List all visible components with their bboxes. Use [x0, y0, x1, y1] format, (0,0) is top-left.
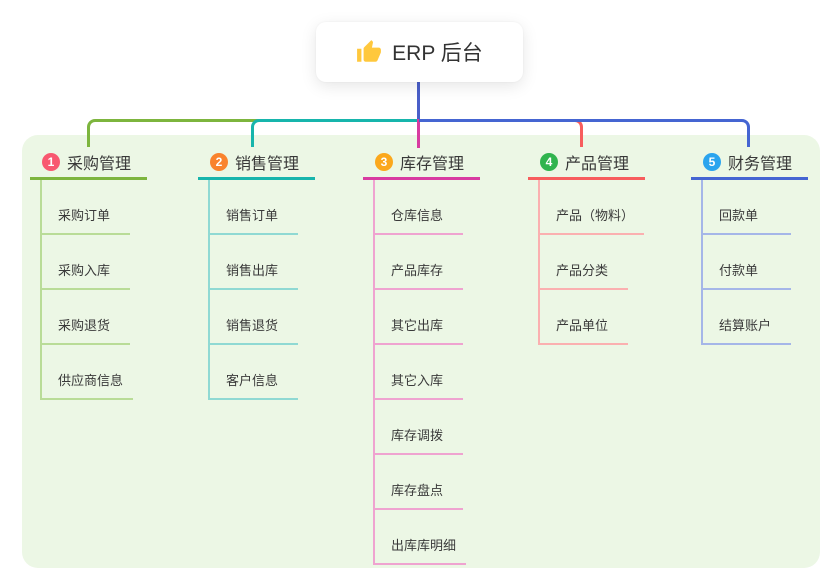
child-row: 供应商信息 [42, 345, 147, 400]
child-row: 其它入库 [375, 345, 480, 400]
branch-4: 4 产品管理产品（物料） 产品分类产品单位 [528, 147, 645, 345]
branch-children-1: 采购订单采购入库采购退货供应商信息 [40, 180, 147, 400]
child-row: 其它出库 [375, 290, 480, 345]
child-node[interactable]: 库存调拨 [375, 425, 463, 455]
child-node[interactable]: 其它入库 [375, 370, 463, 400]
child-node[interactable]: 产品分类 [540, 260, 628, 290]
child-node[interactable]: 其它出库 [375, 315, 463, 345]
branch-title-4[interactable]: 4 产品管理 [528, 147, 645, 180]
child-row: 销售订单 [210, 180, 315, 235]
child-row: 采购订单 [42, 180, 147, 235]
branch-badge-1: 1 [42, 153, 60, 171]
branch-label-4: 产品管理 [565, 156, 630, 173]
child-row: 产品分类 [540, 235, 645, 290]
branch-badge-5: 5 [703, 153, 721, 171]
child-node[interactable]: 供应商信息 [42, 370, 134, 400]
child-node[interactable]: 销售退货 [210, 315, 298, 345]
mindmap-panel: 1 采购管理采购订单采购入库采购退货供应商信息 2 销售管理销售订单销售出库销售退货客… [22, 135, 820, 568]
child-row: 客户信息 [210, 345, 315, 400]
branch-2: 2 销售管理销售订单销售出库销售退货客户信息 [198, 147, 315, 400]
child-node[interactable]: 销售出库 [210, 260, 298, 290]
child-node[interactable]: 库存盘点 [375, 480, 463, 510]
root-connector-line [417, 82, 420, 120]
branch-badge-3: 3 [375, 153, 393, 171]
branch-title-3[interactable]: 3 库存管理 [363, 147, 480, 180]
branch-title-5[interactable]: 5 财务管理 [691, 147, 808, 180]
child-node[interactable]: 产品（物料） [540, 205, 645, 235]
child-row: 出库库明细 [375, 510, 480, 565]
child-row: 产品单位 [540, 290, 645, 345]
child-row: 产品库存 [375, 235, 480, 290]
branch-badge-4: 4 [540, 153, 558, 171]
branch-label-1: 采购管理 [67, 156, 132, 173]
branch-5: 5 财务管理回款单付款单结算账户 [691, 147, 808, 345]
child-node[interactable]: 客户信息 [210, 370, 298, 400]
child-node[interactable]: 采购入库 [42, 260, 130, 290]
child-row: 采购退货 [42, 290, 147, 345]
thumbs-up-icon [357, 40, 382, 62]
child-row: 结算账户 [703, 290, 808, 345]
child-row: 销售退货 [210, 290, 315, 345]
child-node[interactable]: 销售订单 [210, 205, 298, 235]
child-row: 采购入库 [42, 235, 147, 290]
branch-children-4: 产品（物料） 产品分类产品单位 [538, 180, 645, 345]
child-node[interactable]: 产品库存 [375, 260, 463, 290]
child-node[interactable]: 采购订单 [42, 205, 130, 235]
child-row: 产品（物料） [540, 180, 645, 235]
root-label: ERP 后台 [392, 42, 483, 65]
branch-children-2: 销售订单销售出库销售退货客户信息 [208, 180, 315, 400]
child-node[interactable]: 产品单位 [540, 315, 628, 345]
child-row: 销售出库 [210, 235, 315, 290]
child-row: 库存盘点 [375, 455, 480, 510]
branch-children-3: 仓库信息产品库存其它出库其它入库库存调拨库存盘点出库库明细 [373, 180, 480, 565]
child-row: 付款单 [703, 235, 808, 290]
branch-children-5: 回款单付款单结算账户 [701, 180, 808, 345]
child-node[interactable]: 付款单 [703, 260, 791, 290]
child-row: 库存调拨 [375, 400, 480, 455]
branch-title-1[interactable]: 1 采购管理 [30, 147, 147, 180]
child-node[interactable]: 采购退货 [42, 315, 130, 345]
child-row: 回款单 [703, 180, 808, 235]
child-row: 仓库信息 [375, 180, 480, 235]
child-node[interactable]: 回款单 [703, 205, 791, 235]
branch-label-5: 财务管理 [728, 156, 793, 173]
branch-label-2: 销售管理 [235, 156, 300, 173]
child-node[interactable]: 仓库信息 [375, 205, 463, 235]
thumbs-up-path [357, 40, 382, 62]
branch-3: 3 库存管理仓库信息产品库存其它出库其它入库库存调拨库存盘点出库库明细 [363, 147, 480, 565]
child-node[interactable]: 结算账户 [703, 315, 791, 345]
child-node[interactable]: 出库库明细 [375, 535, 467, 565]
branch-label-3: 库存管理 [400, 156, 465, 173]
branch-1: 1 采购管理采购订单采购入库采购退货供应商信息 [30, 147, 147, 400]
branch-title-2[interactable]: 2 销售管理 [198, 147, 315, 180]
root-node[interactable]: ERP 后台 [316, 22, 523, 82]
branch-badge-2: 2 [210, 153, 228, 171]
